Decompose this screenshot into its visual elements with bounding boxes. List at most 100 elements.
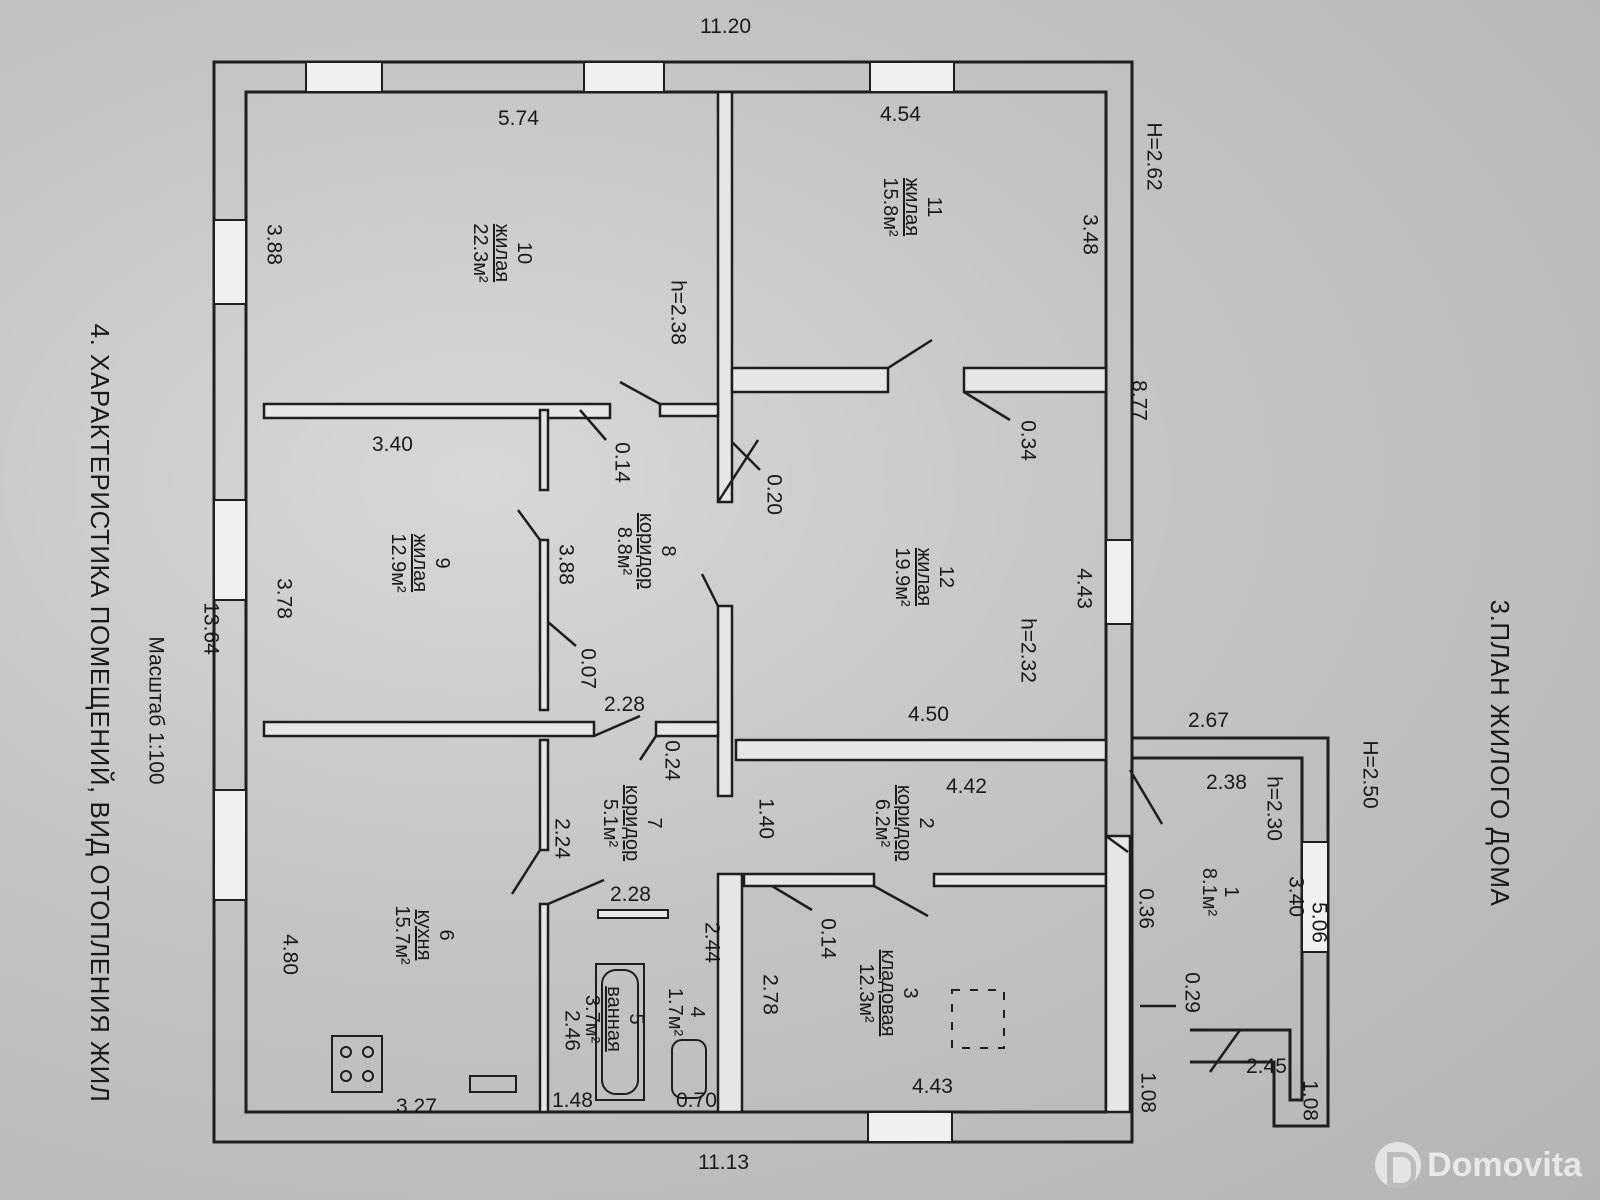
room-area: 12.9м²	[387, 533, 409, 593]
dim-454: 4.54	[880, 103, 921, 126]
dim-238: 2.38	[1206, 771, 1247, 794]
sink-icon	[469, 1075, 517, 1093]
bathtub-icon	[595, 963, 645, 1101]
room-area: 8.1м²	[1198, 867, 1220, 917]
room-name: коридор	[621, 784, 643, 862]
window-left-1	[213, 219, 247, 305]
wall-8-12-lower	[716, 604, 734, 798]
window-porch	[1301, 841, 1329, 953]
room-3-label: 3 кладовая 12.3м²	[855, 913, 921, 1073]
dim-108a: 1.08	[1136, 1072, 1160, 1113]
window-top-1	[305, 61, 383, 93]
leader-014	[579, 409, 607, 441]
wall-9-6	[262, 720, 596, 738]
dim-244: 2.44	[700, 922, 724, 963]
dim-245: 2.45	[1246, 1055, 1287, 1078]
wall-stub-7	[654, 720, 720, 738]
height-room10: h=2.38	[666, 280, 690, 345]
door-12-1	[1128, 769, 1164, 825]
leader-036	[1105, 834, 1129, 854]
wall-8-7-col	[538, 538, 550, 712]
dim-bottom-overall: 11.13	[698, 1151, 749, 1174]
dim-140: 1.40	[754, 798, 778, 839]
dim-340b: 3.40	[1284, 876, 1308, 917]
height-room1: h=2.30	[1262, 776, 1286, 841]
room-area: 12.3м²	[855, 963, 877, 1023]
leader-024	[593, 714, 641, 738]
leader-007	[547, 621, 577, 647]
room-number: 6	[435, 929, 457, 941]
partition-5-6	[597, 909, 669, 919]
room-6-label: 6 кухня 15.7м²	[391, 855, 457, 1015]
domovita-logo-icon	[1375, 1142, 1422, 1188]
door-7-2	[638, 735, 658, 761]
door-9-8	[516, 509, 542, 541]
dim-480: 4.80	[278, 934, 302, 975]
dim-148: 1.48	[552, 1089, 593, 1112]
plan-title: 3.ПЛАН ЖИЛОГО ДОМА	[1485, 599, 1515, 907]
dim-388a: 3.88	[262, 224, 286, 265]
wall-10-11	[716, 90, 734, 504]
door-8-12b	[700, 573, 720, 607]
window-right-1	[1105, 539, 1133, 625]
wall-7-6-col	[538, 738, 550, 852]
dim-340a: 3.40	[372, 433, 413, 456]
section-title: 4. ХАРАКТЕРИСТИКА ПОМЕЩЕНИЙ, ВИД ОТОПЛЕН…	[85, 323, 115, 1103]
room-name: жилая	[491, 223, 513, 283]
dim-224: 2.24	[550, 818, 574, 859]
dim-014b: 0.14	[816, 918, 840, 959]
room-name: коридор	[893, 784, 915, 862]
wall-stub-8	[658, 402, 720, 418]
window-top-2	[583, 61, 665, 93]
room-area: 19.9м²	[891, 547, 913, 607]
dim-porch-top: 2.67	[1188, 709, 1229, 732]
door-10-8	[619, 380, 661, 406]
door-5-7	[547, 878, 605, 906]
room-area: 8.8м²	[613, 526, 635, 576]
room-name: кухня	[413, 909, 435, 961]
dim-278: 2.78	[758, 974, 782, 1015]
room-area: 15.8м²	[879, 177, 901, 237]
window-left-2	[213, 499, 247, 601]
stove-icon	[331, 1035, 383, 1093]
door-2-3	[873, 884, 929, 918]
door-1-out	[1208, 1029, 1242, 1073]
room-number: 10	[513, 241, 535, 265]
wall-9-8-col	[538, 408, 550, 492]
dim-246: 2.46	[560, 1010, 584, 1051]
wall-11-12-left	[730, 366, 890, 394]
wall-2-3b	[932, 872, 1108, 888]
room-name: жилая	[409, 533, 431, 593]
dim-029: 0.29	[1180, 972, 1204, 1013]
dim-378: 3.78	[272, 578, 296, 619]
room-number: 1	[1220, 886, 1242, 898]
room-number: 9	[431, 557, 453, 569]
door-8-12a	[716, 439, 760, 503]
room-area: 3.7м²	[581, 994, 603, 1044]
dim-020: 0.20	[762, 474, 786, 515]
room-12-label: 12 жилая 19.9м²	[891, 497, 957, 657]
room-name: жилая	[913, 547, 935, 607]
dim-327: 3.27	[396, 1095, 437, 1118]
dim-388b: 3.88	[554, 544, 578, 585]
dim-014a: 0.14	[610, 442, 634, 483]
leader-014b	[771, 884, 813, 912]
room-name: жилая	[901, 177, 923, 237]
room-8-label: 8 коридор 8.8м²	[613, 471, 679, 631]
dim-442: 4.42	[946, 775, 987, 798]
wall-11-12-right	[962, 366, 1108, 394]
dim-right-overall: 8.77	[1127, 380, 1151, 421]
dim-574: 5.74	[498, 107, 539, 130]
room-number: 12	[935, 565, 957, 589]
wall-1-3	[1104, 834, 1132, 1114]
window-left-3	[213, 789, 247, 901]
dim-top-overall: 11.20	[700, 15, 751, 38]
dim-070: 0.70	[676, 1089, 717, 1112]
dim-porch-right: 5.06	[1307, 902, 1331, 943]
room-area: 15.7м²	[391, 905, 413, 965]
leader-020	[731, 441, 761, 471]
toilet-icon	[671, 1039, 707, 1099]
domovita-watermark: Domovita	[1375, 1142, 1582, 1188]
porch-inner-wall	[1132, 756, 1304, 1102]
room-area: 5.1м²	[599, 798, 621, 848]
